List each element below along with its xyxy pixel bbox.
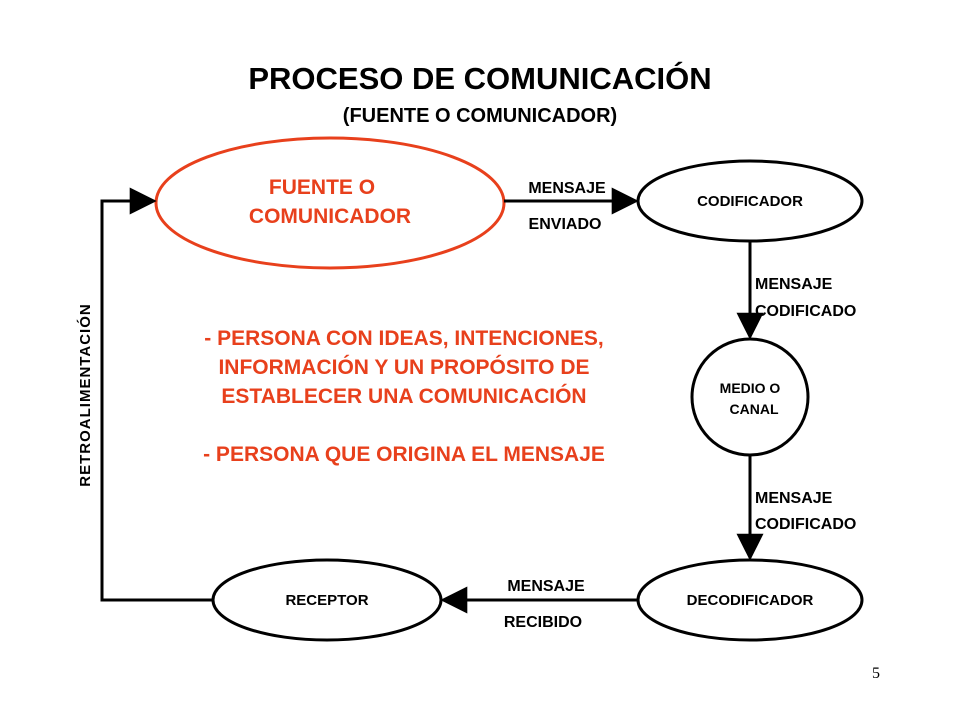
edge-codificado-2: MENSAJE CODIFICADO xyxy=(736,455,856,561)
node-medio-label-1: MEDIO O xyxy=(720,380,781,396)
page-title: PROCESO DE COMUNICACIÓN xyxy=(248,60,711,96)
description-line-3: ESTABLECER UNA COMUNICACIÓN xyxy=(221,384,586,408)
edge-enviado: MENSAJE ENVIADO xyxy=(504,180,639,233)
edge-recibido: MENSAJE RECIBIDO xyxy=(440,578,638,631)
edge-feedback-label: RETROALIMENTACIÓN xyxy=(76,303,94,486)
node-receptor-label: RECEPTOR xyxy=(285,592,368,609)
edge-codificado-1-label-1: MENSAJE xyxy=(755,276,833,293)
edge-enviado-label-2: ENVIADO xyxy=(529,216,602,233)
node-medio-label-2: CANAL xyxy=(730,401,779,417)
edge-feedback: RETROALIMENTACIÓN xyxy=(76,187,213,602)
edge-feedback-arrow xyxy=(100,187,213,602)
description-line-4: - PERSONA QUE ORIGINA EL MENSAJE xyxy=(203,443,605,466)
description-block: - PERSONA CON IDEAS, INTENCIONES, INFORM… xyxy=(203,327,605,466)
node-fuente: FUENTE O COMUNICADOR xyxy=(154,136,506,270)
page-number: 5 xyxy=(872,665,880,682)
page-subtitle: (FUENTE O COMUNICADOR) xyxy=(343,105,617,127)
node-codificador-label: CODIFICADOR xyxy=(697,193,803,210)
node-medio-shape xyxy=(690,337,810,457)
node-fuente-label-2: COMUNICADOR xyxy=(249,205,411,228)
description-line-2: INFORMACIÓN Y UN PROPÓSITO DE xyxy=(218,355,589,379)
node-fuente-shape xyxy=(154,136,506,270)
edge-recibido-label-1: MENSAJE xyxy=(507,578,585,595)
description-line-1: - PERSONA CON IDEAS, INTENCIONES, xyxy=(204,327,603,350)
node-decodificador: DECODIFICADOR xyxy=(636,558,864,642)
edge-codificado-2-label-1: MENSAJE xyxy=(755,490,833,507)
edge-codificado-1-label-2: CODIFICADO xyxy=(755,303,856,320)
edge-codificado-2-label-2: CODIFICADO xyxy=(755,516,856,533)
node-receptor: RECEPTOR xyxy=(211,558,443,642)
node-codificador: CODIFICADOR xyxy=(636,159,864,243)
node-medio: MEDIO O CANAL xyxy=(690,337,810,457)
node-decodificador-label: DECODIFICADOR xyxy=(687,592,814,609)
edge-recibido-label-2: RECIBIDO xyxy=(504,614,582,631)
node-fuente-label-1: FUENTE O xyxy=(269,176,375,199)
edge-enviado-label-1: MENSAJE xyxy=(528,180,606,197)
edge-codificado-1: MENSAJE CODIFICADO xyxy=(736,241,856,340)
